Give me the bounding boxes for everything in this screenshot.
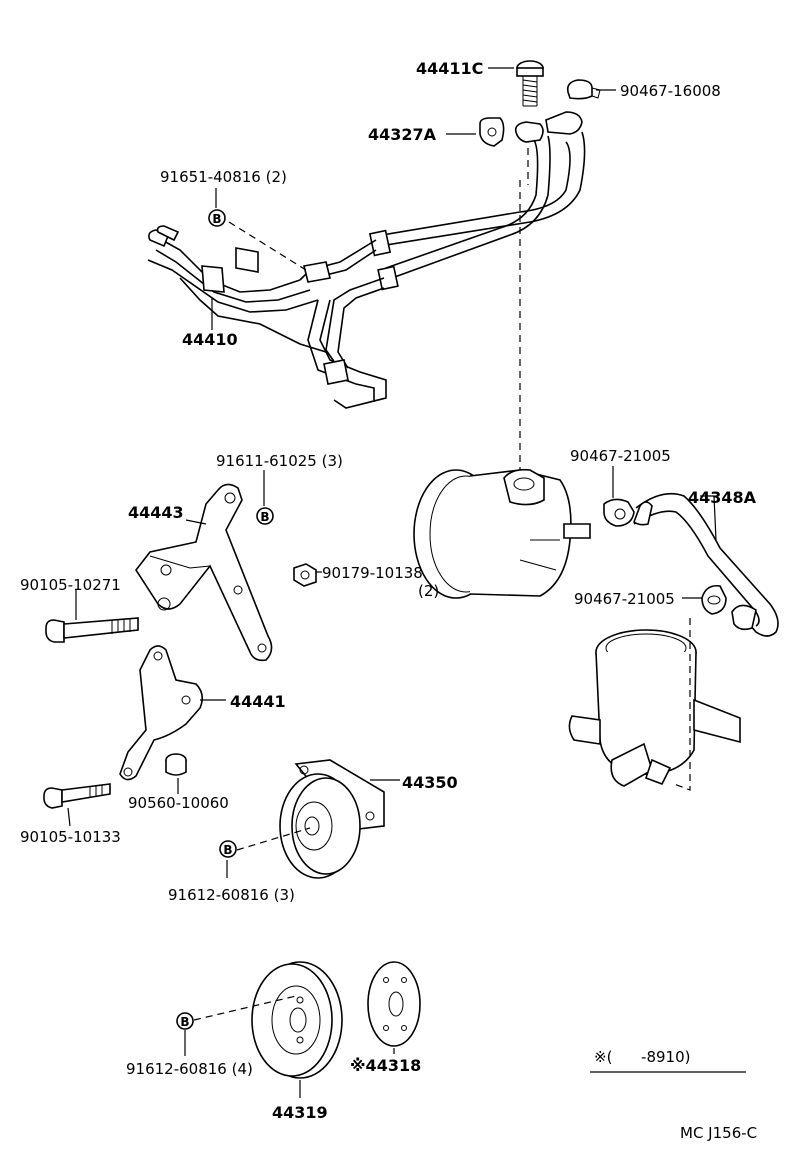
callout-91611-61025: 91611-61025 (3) bbox=[216, 452, 343, 470]
leader-dash-b3 bbox=[236, 827, 311, 851]
plate-44318 bbox=[367, 961, 421, 1047]
callout-90179-10138: 90179-10138 bbox=[322, 564, 423, 582]
nut-90179-10138 bbox=[293, 563, 317, 587]
bracket-44441 bbox=[119, 645, 204, 781]
leader-dash-pump bbox=[519, 148, 529, 480]
callout-90467-16008: 90467-16008 bbox=[620, 82, 721, 100]
leader-dash-b4 bbox=[193, 995, 297, 1021]
bracket-44443 bbox=[135, 483, 273, 662]
marker-b-2: B bbox=[256, 507, 274, 525]
idler-pulley-44350 bbox=[279, 759, 385, 879]
callout-44410: 44410 bbox=[182, 330, 238, 349]
callout-44348a: 44348A bbox=[688, 488, 757, 507]
bolt-90105-10271 bbox=[45, 617, 139, 643]
callout-44350: 44350 bbox=[402, 773, 458, 792]
leader-lines bbox=[67, 67, 746, 1098]
callout-90560-10060: 90560-10060 bbox=[128, 794, 229, 812]
callout-90467-21005-upper: 90467-21005 bbox=[570, 447, 671, 465]
svg-text:B: B bbox=[212, 212, 221, 226]
bolt-44411c bbox=[516, 60, 544, 107]
callout-44318: ※44318 bbox=[350, 1056, 421, 1075]
callout-44443: 44443 bbox=[128, 503, 184, 522]
applicability-note: ※( -8910) bbox=[594, 1048, 690, 1066]
marker-b-1: B bbox=[208, 209, 226, 227]
callout-44441: 44441 bbox=[230, 692, 286, 711]
bolt-90105-10133 bbox=[43, 783, 111, 809]
leader-dash-reservoir bbox=[673, 618, 691, 791]
callout-90105-10133: 90105-10133 bbox=[20, 828, 121, 846]
callout-91612-60816-3: 91612-60816 (3) bbox=[168, 886, 295, 904]
oil-reservoir bbox=[568, 629, 741, 787]
marker-b-4: B bbox=[176, 1012, 194, 1030]
svg-text:B: B bbox=[223, 843, 232, 857]
collar-90560-10060 bbox=[165, 753, 187, 776]
callout-qty-2: (2) bbox=[418, 582, 439, 600]
vane-pump bbox=[413, 468, 591, 599]
clamp-44327a bbox=[479, 117, 505, 147]
return-hose-44348a bbox=[603, 492, 779, 637]
diagram-code: MC J156-C bbox=[680, 1124, 757, 1142]
clip-90467-21005-lower bbox=[701, 584, 727, 615]
svg-text:B: B bbox=[180, 1015, 189, 1029]
callout-44319: 44319 bbox=[272, 1103, 328, 1122]
callout-91651-40816: 91651-40816 (2) bbox=[160, 168, 287, 186]
crank-pulley-44319 bbox=[251, 961, 343, 1079]
callout-44327a: 44327A bbox=[368, 125, 437, 144]
clip-90467-16008 bbox=[566, 79, 601, 100]
callout-90467-21005-lower: 90467-21005 bbox=[574, 590, 675, 608]
callout-90105-10271: 90105-10271 bbox=[20, 576, 121, 594]
marker-b-3: B bbox=[219, 840, 237, 858]
callout-91612-60816-4: 91612-60816 (4) bbox=[126, 1060, 253, 1078]
leader-dash-b1 bbox=[228, 221, 307, 271]
callout-44411c: 44411C bbox=[416, 59, 483, 78]
svg-text:B: B bbox=[260, 510, 269, 524]
hose-fittings-top bbox=[514, 111, 583, 143]
